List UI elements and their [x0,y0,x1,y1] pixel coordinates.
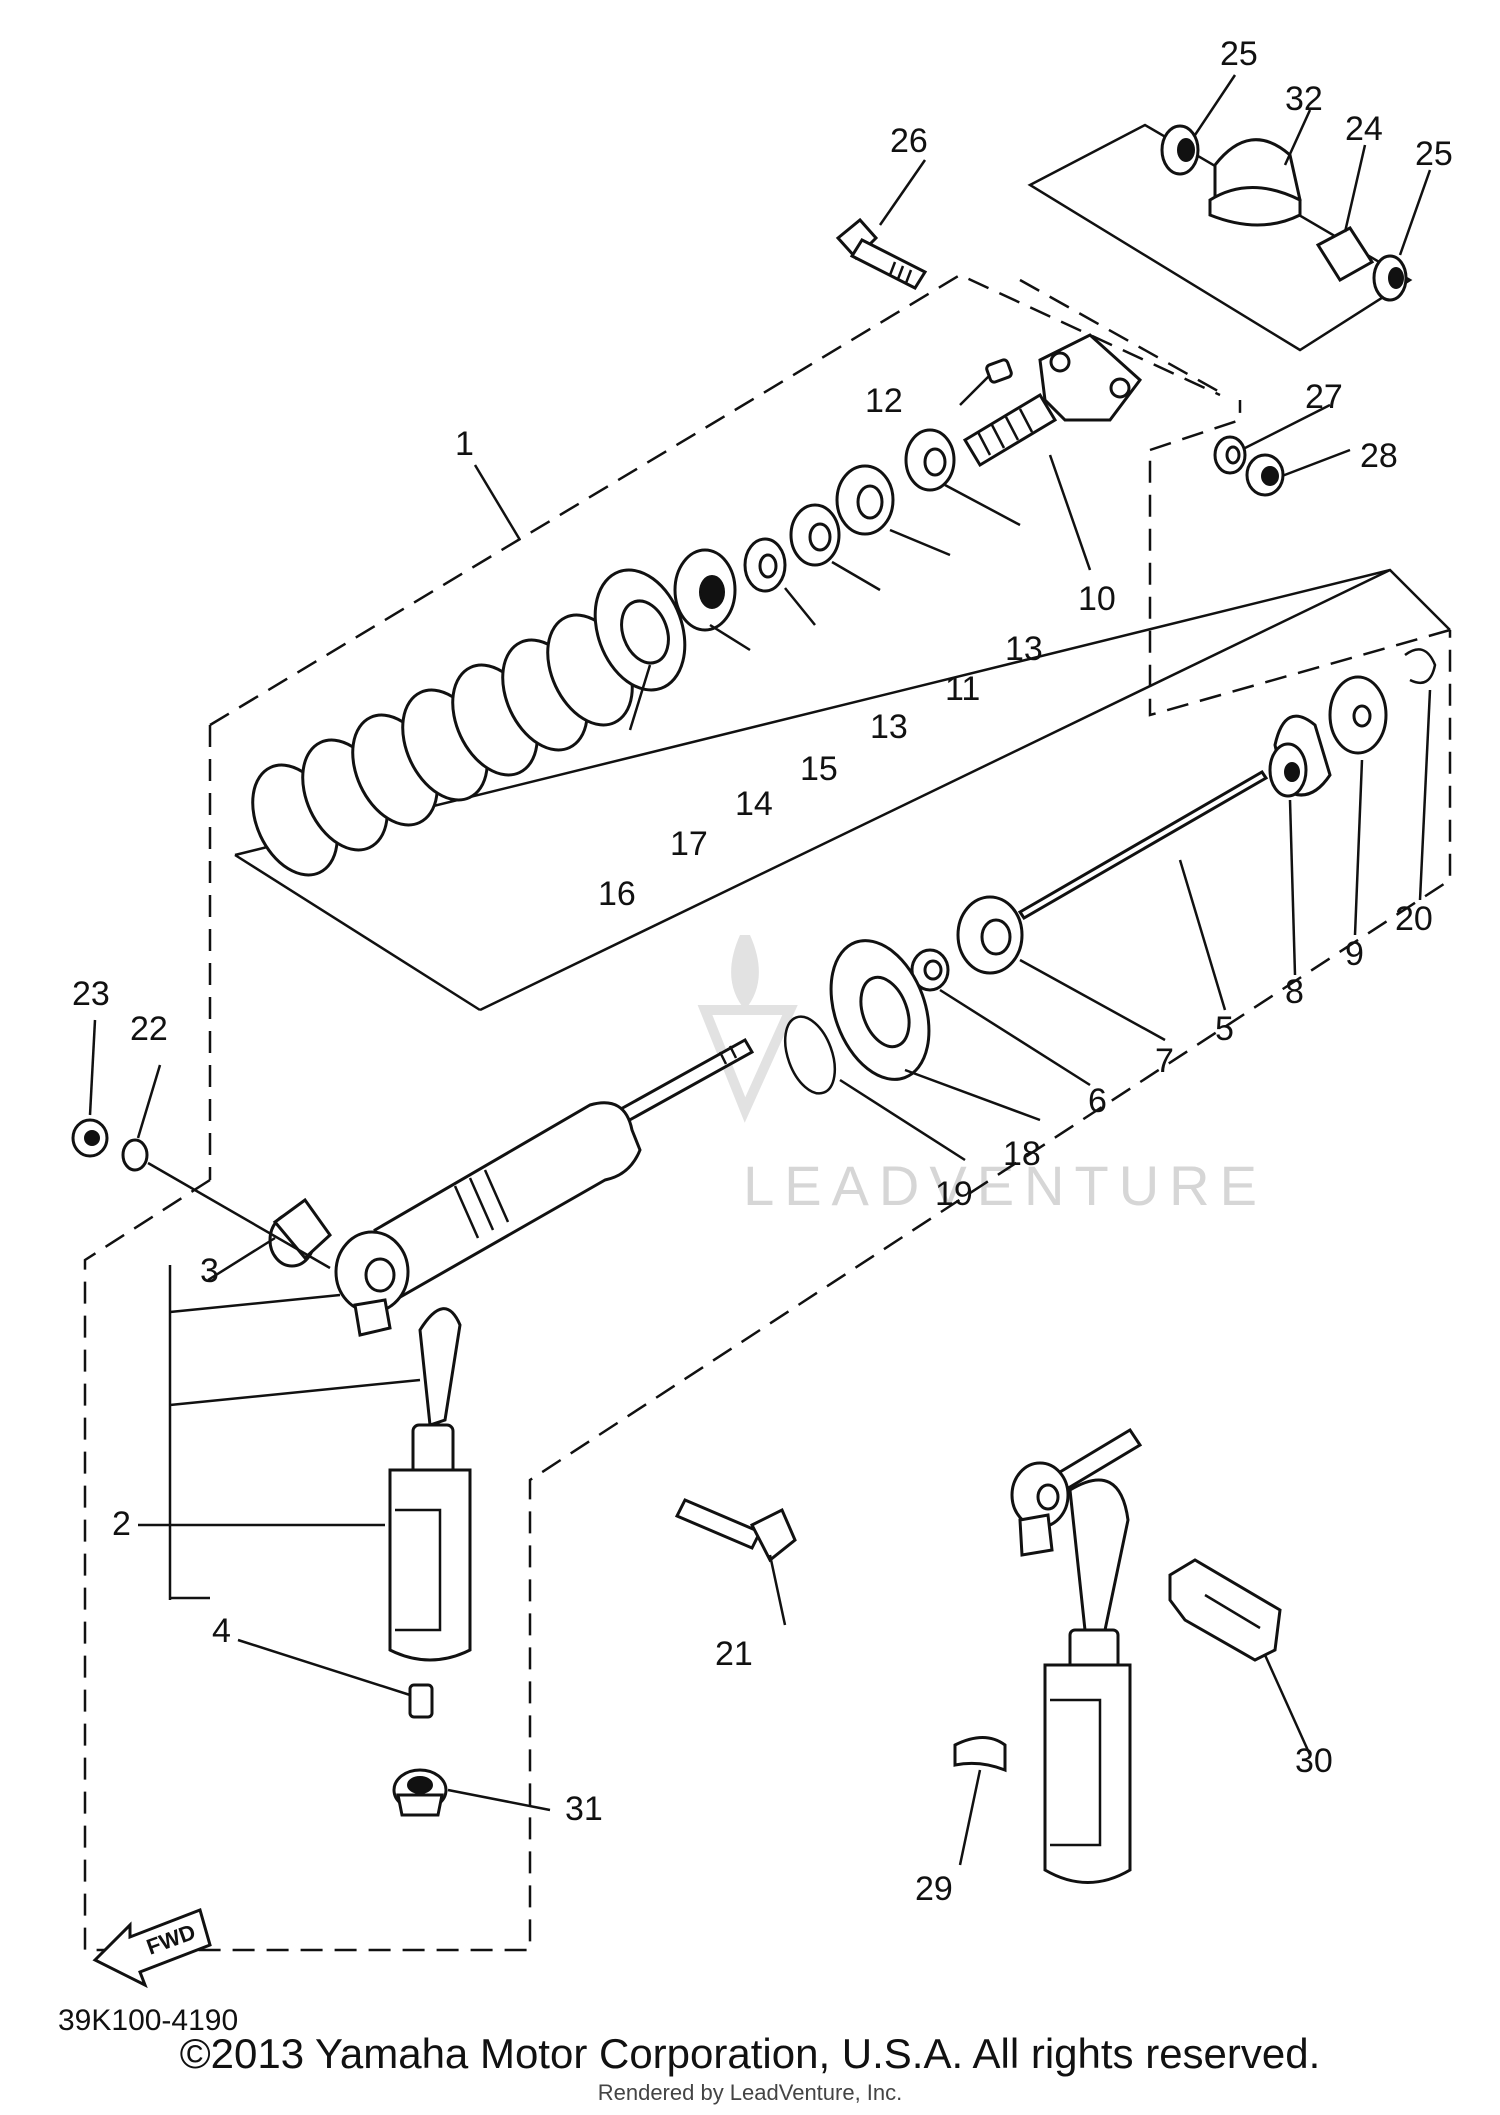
upper-bracket [962,333,1143,468]
label-part-27: 27 [1305,378,1343,416]
inset-shock [1010,1427,1143,1884]
push-rod-5 [1017,769,1269,921]
label-part-8: 8 [1285,973,1304,1011]
clamp-30 [1168,1558,1282,1662]
label-part-28: 28 [1360,437,1398,475]
bushing-6 [910,948,950,992]
label-part-21: 21 [715,1635,753,1673]
collar-3 [268,1197,332,1268]
drawing-code: 39K100-4190 [58,2004,238,2037]
label-part-13-upper: 13 [1005,630,1043,668]
label-part-19: 19 [935,1175,973,1213]
locknut-13-lower [789,503,841,567]
group-outline-body [234,568,1451,1012]
label-part-13-lower: 13 [870,708,908,746]
dust-seal-32 [1208,138,1302,227]
label-part-30: 30 [1295,1742,1333,1780]
label-part-23: 23 [72,975,110,1013]
bolt-21 [674,1498,797,1563]
label-part-29: 29 [915,1870,953,1908]
label-part-7: 7 [1155,1042,1174,1080]
adjuster-ring [673,548,737,632]
label-part-15: 15 [800,750,838,788]
fwd-arrow-icon: FWD [92,1908,212,1989]
bolt-26 [835,217,928,290]
nut-28 [1245,453,1285,497]
label-part-16: 16 [598,875,636,913]
nut-23 [71,1118,109,1158]
label-part-12: 12 [865,382,903,420]
o-ring-19 [783,1015,837,1095]
adjust-nut-11 [835,464,895,536]
watermark: LEADVENTURE [697,935,1267,1217]
label-part-25-right: 25 [1415,135,1453,173]
label-part-24: 24 [1345,110,1383,148]
nut-31 [392,1768,448,1817]
watermark-text: LEADVENTURE [743,1154,1267,1217]
label-part-14: 14 [735,785,773,823]
spring-seat [593,568,687,692]
spring [251,613,634,877]
valve-4 [408,1683,434,1719]
band-29 [953,1736,1007,1773]
bushing-25-right [1372,254,1408,302]
washer-22 [121,1138,149,1172]
label-part-20: 20 [1395,900,1433,938]
reservoir-2 [388,1423,472,1662]
label-part-4: 4 [212,1612,231,1650]
label-part-10: 10 [1078,580,1116,618]
label-part-17: 17 [670,825,708,863]
rendered-by-notice: Rendered by LeadVenture, Inc. [597,2080,903,2105]
circlip-20 [1404,648,1437,685]
bump-stop-8 [1268,714,1332,798]
cap-18 [829,939,931,1081]
label-part-2: 2 [112,1505,131,1543]
label-part-32: 32 [1285,80,1323,118]
bushing-25-left [1160,124,1200,176]
label-part-5: 5 [1215,1010,1234,1048]
label-part-26: 26 [890,122,928,160]
shock-body [334,1037,755,1428]
label-part-18: 18 [1003,1135,1041,1173]
collar-24 [1315,226,1375,283]
label-part-1: 1 [455,425,474,463]
label-part-22: 22 [130,1010,168,1048]
washer-27 [1213,435,1247,475]
label-part-25-left: 25 [1220,35,1258,73]
leader-lines [88,74,1432,1866]
label-part-11: 11 [945,670,980,708]
pin-12 [985,358,1013,384]
group-outline-main [83,273,1452,1952]
locknut-13-upper [904,428,956,492]
cap-7 [956,895,1024,975]
group-outline-upper-kit [1027,123,1413,452]
part-labels: 1 2 3 4 5 6 7 8 9 10 11 12 13 13 14 15 1… [72,35,1453,1908]
washer-9 [1328,675,1388,755]
label-part-3: 3 [200,1252,219,1290]
label-part-31: 31 [565,1790,603,1828]
washer-15 [743,537,787,593]
group-outline-reservoir [168,1265,421,1600]
label-part-6: 6 [1088,1082,1107,1120]
label-part-9: 9 [1345,935,1364,973]
copyright-notice: ©2013 Yamaha Motor Corporation, U.S.A. A… [179,2030,1321,2077]
